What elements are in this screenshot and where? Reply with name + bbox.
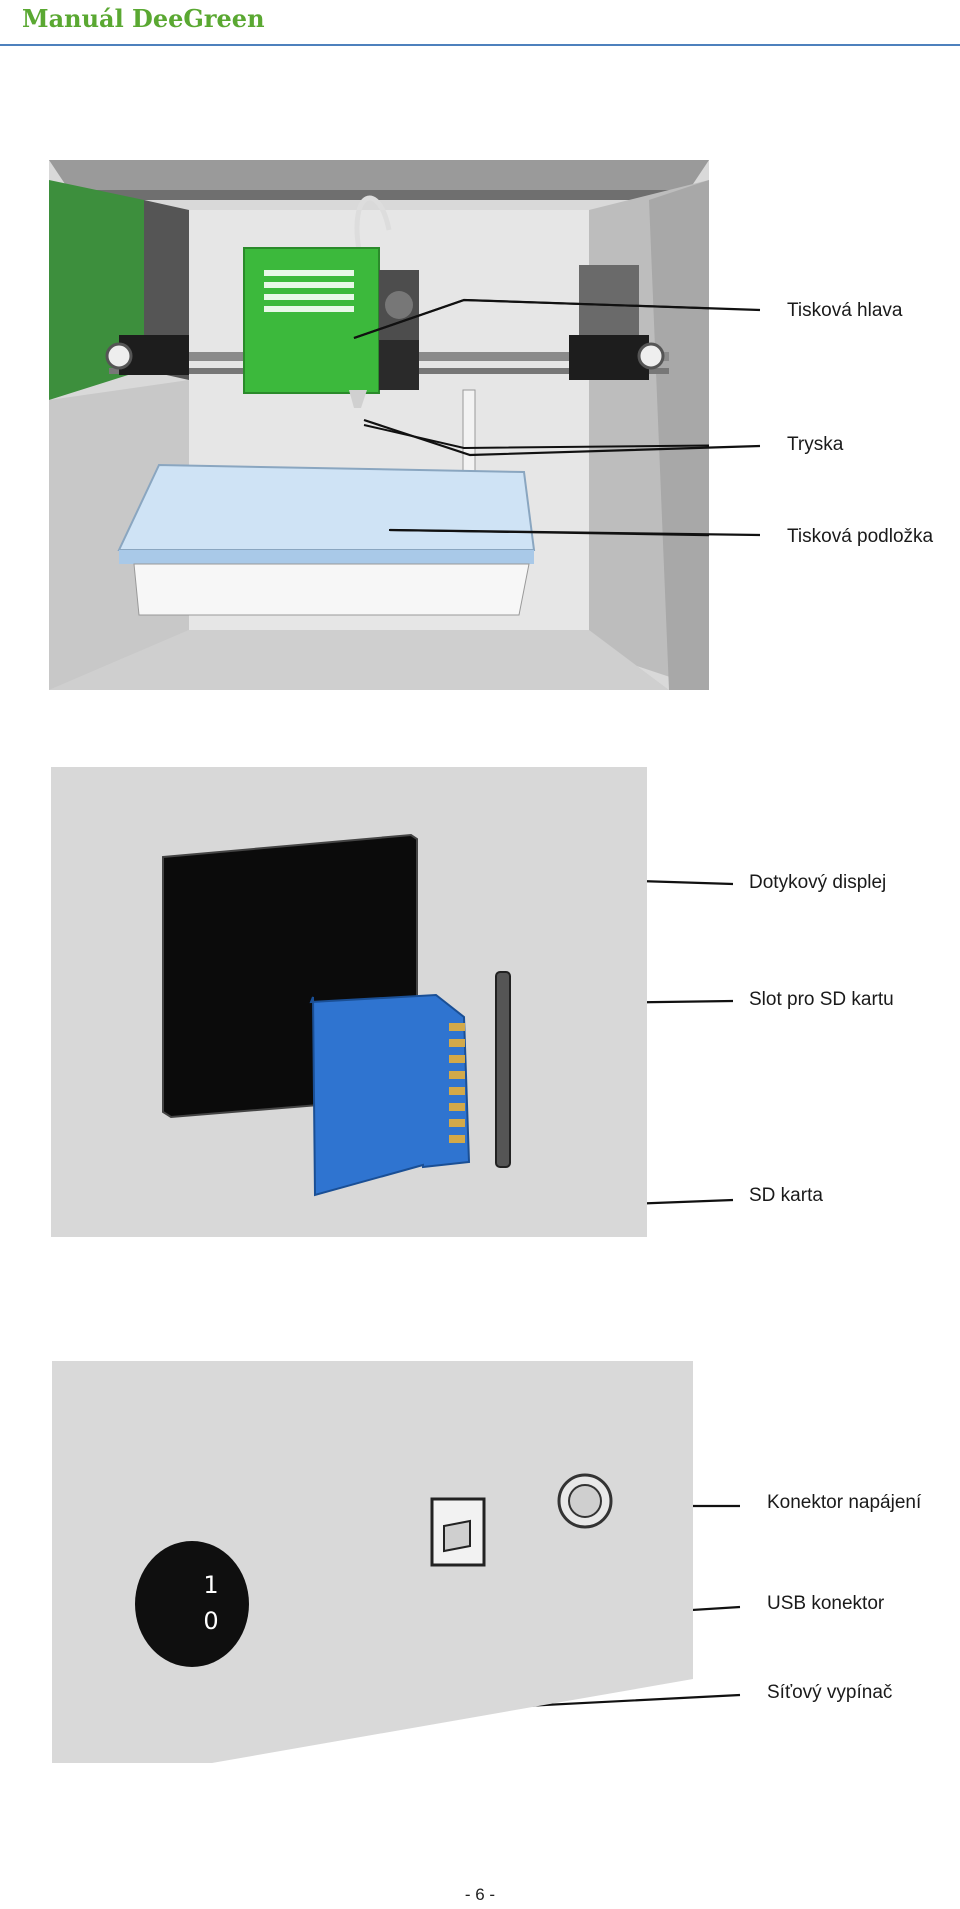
- callout-sd-slot: Slot pro SD kartu: [749, 989, 894, 1010]
- callout-mains-switch: Síťový vypínač: [767, 1682, 893, 1703]
- header-divider: [0, 44, 960, 46]
- connectors-figure: 1 0 Konektor napájení USB konektor Síťov…: [52, 1361, 921, 1763]
- display-sd-illustration: [51, 767, 647, 1237]
- callout-touch-display: Dotykový displej: [749, 872, 887, 893]
- switch-label-on: 1: [203, 1571, 219, 1599]
- callout-power-connector: Konektor napájení: [767, 1492, 922, 1513]
- switch-label-off: 0: [203, 1607, 219, 1635]
- page-number: - 6 -: [464, 1885, 496, 1904]
- page-header: Manuál DeeGreen: [0, 0, 960, 48]
- printer-interior-figure: Tisková hlava Tryska Tisková podložka: [49, 160, 933, 690]
- callout-printhead: Tisková hlava: [787, 300, 903, 321]
- callout-usb-connector: USB konektor: [767, 1593, 885, 1614]
- manual-title: Manuál DeeGreen: [22, 4, 265, 33]
- connectors-illustration: [52, 1361, 693, 1763]
- printer-interior-illustration: [49, 160, 709, 690]
- callout-sd-card: SD karta: [749, 1185, 823, 1206]
- display-sd-figure: Dotykový displej Slot pro SD kartu SD ka…: [51, 767, 894, 1237]
- callout-nozzle: Tryska: [787, 434, 844, 455]
- callout-print-bed: Tisková podložka: [787, 526, 934, 547]
